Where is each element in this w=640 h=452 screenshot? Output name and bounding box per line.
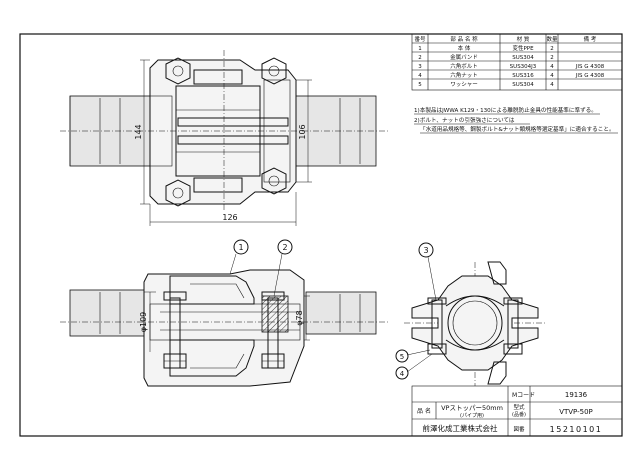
parts-cell-3-2: SUS316: [512, 73, 534, 79]
balloon-1: 1: [229, 239, 249, 275]
parts-table-text: 番号 部 品 名 称 材 質 数量 備 考 1 本 体 変性PPE 2 2 金属バンド SUS304 2…: [414, 35, 604, 88]
balloon-5: 5: [395, 349, 431, 363]
parts-table: [411, 33, 623, 91]
balloon-2: 2: [273, 239, 293, 297]
balloon-1-label: 1: [238, 243, 243, 252]
parts-cell-0-0: 1: [418, 46, 422, 52]
parts-cell-1-3: 2: [550, 55, 554, 61]
parts-cell-4-2: SUS304: [512, 82, 534, 88]
name-value: VPストッパー50mm: [441, 404, 503, 412]
note-2: 2)ボルト、ナットの引張強さについては: [414, 116, 515, 124]
parts-cell-0-1: 本 体: [458, 44, 471, 52]
balloon-5-label: 5: [400, 353, 404, 361]
parts-cell-0-3: 2: [550, 46, 554, 52]
dim-126: 126: [222, 213, 237, 222]
parts-cell-1-1: 金属バンド: [450, 53, 478, 61]
dim-106: 106: [298, 124, 307, 139]
parts-header-3: 数量: [546, 35, 558, 43]
parts-cell-3-4: JIS G 4308: [575, 73, 605, 79]
note-1: 1)本製品はJWWA K129・130による離脱防止金具の性能基準に準ずる。: [414, 106, 597, 114]
parts-cell-2-0: 3: [418, 64, 422, 70]
dim-144: 144: [134, 124, 143, 139]
parts-cell-1-0: 2: [418, 55, 422, 61]
mcode-label: Mコード: [512, 392, 535, 399]
parts-header-0: 番号: [414, 36, 426, 43]
mcode-value: 19136: [565, 391, 588, 399]
model-sub: (品番): [512, 411, 526, 418]
model-value: VTVP-50P: [559, 408, 593, 416]
name-sub: (パイプ用): [460, 413, 484, 419]
balloon-4-label: 4: [400, 370, 405, 378]
model-label: 型式: [513, 403, 525, 411]
front-view: [60, 269, 390, 387]
parts-cell-1-2: SUS304: [512, 55, 534, 61]
title-block: Mコード 19136 品 名 VPストッパー50mm (パイプ用) 型式 (品番…: [411, 385, 623, 437]
parts-cell-4-3: 4: [550, 82, 554, 88]
sheet-border: [19, 33, 623, 437]
balloon-2-label: 2: [282, 243, 287, 252]
drawing-value: 15210101: [550, 425, 603, 434]
top-view-dimensions: 144 106 126: [134, 59, 312, 226]
parts-cell-3-1: 六角ナット: [450, 71, 478, 79]
balloon-3-label: 3: [423, 246, 428, 255]
parts-header-2: 材 質: [517, 35, 530, 43]
dim-phi78: φ78: [295, 310, 304, 325]
note-3: 「水道用品規格等、鋼製ボルト&ナット類規格等選定基準」に適合すること。: [420, 125, 615, 133]
balloon-4: 4: [395, 353, 433, 380]
parts-header-4: 備 考: [584, 35, 597, 43]
top-view: [60, 50, 390, 212]
notes: 1)本製品はJWWA K129・130による離脱防止金具の性能基準に準ずる。 2…: [414, 106, 618, 134]
balloon-3: 3: [418, 242, 437, 301]
company-name: 前澤化成工業株式会社: [423, 423, 498, 433]
parts-cell-2-1: 六角ボルト: [450, 62, 478, 70]
parts-header-1: 部 品 名 称: [450, 35, 478, 43]
parts-cell-0-2: 変性PPE: [512, 44, 534, 52]
front-view-dimensions: φ109 φ78: [139, 291, 310, 352]
parts-cell-2-3: 4: [550, 64, 554, 70]
side-view: [404, 261, 546, 386]
parts-cell-3-3: 4: [550, 73, 554, 79]
dim-phi109: φ109: [139, 312, 148, 333]
drawing-label: 図番: [513, 426, 525, 433]
parts-cell-4-1: ワッシャー: [450, 81, 478, 88]
parts-cell-4-0: 5: [418, 82, 422, 88]
parts-cell-2-4: JIS G 4308: [575, 64, 605, 70]
name-label: 品 名: [417, 407, 431, 415]
parts-cell-3-0: 4: [418, 73, 422, 79]
parts-cell-2-2: SUS304J3: [510, 64, 537, 70]
